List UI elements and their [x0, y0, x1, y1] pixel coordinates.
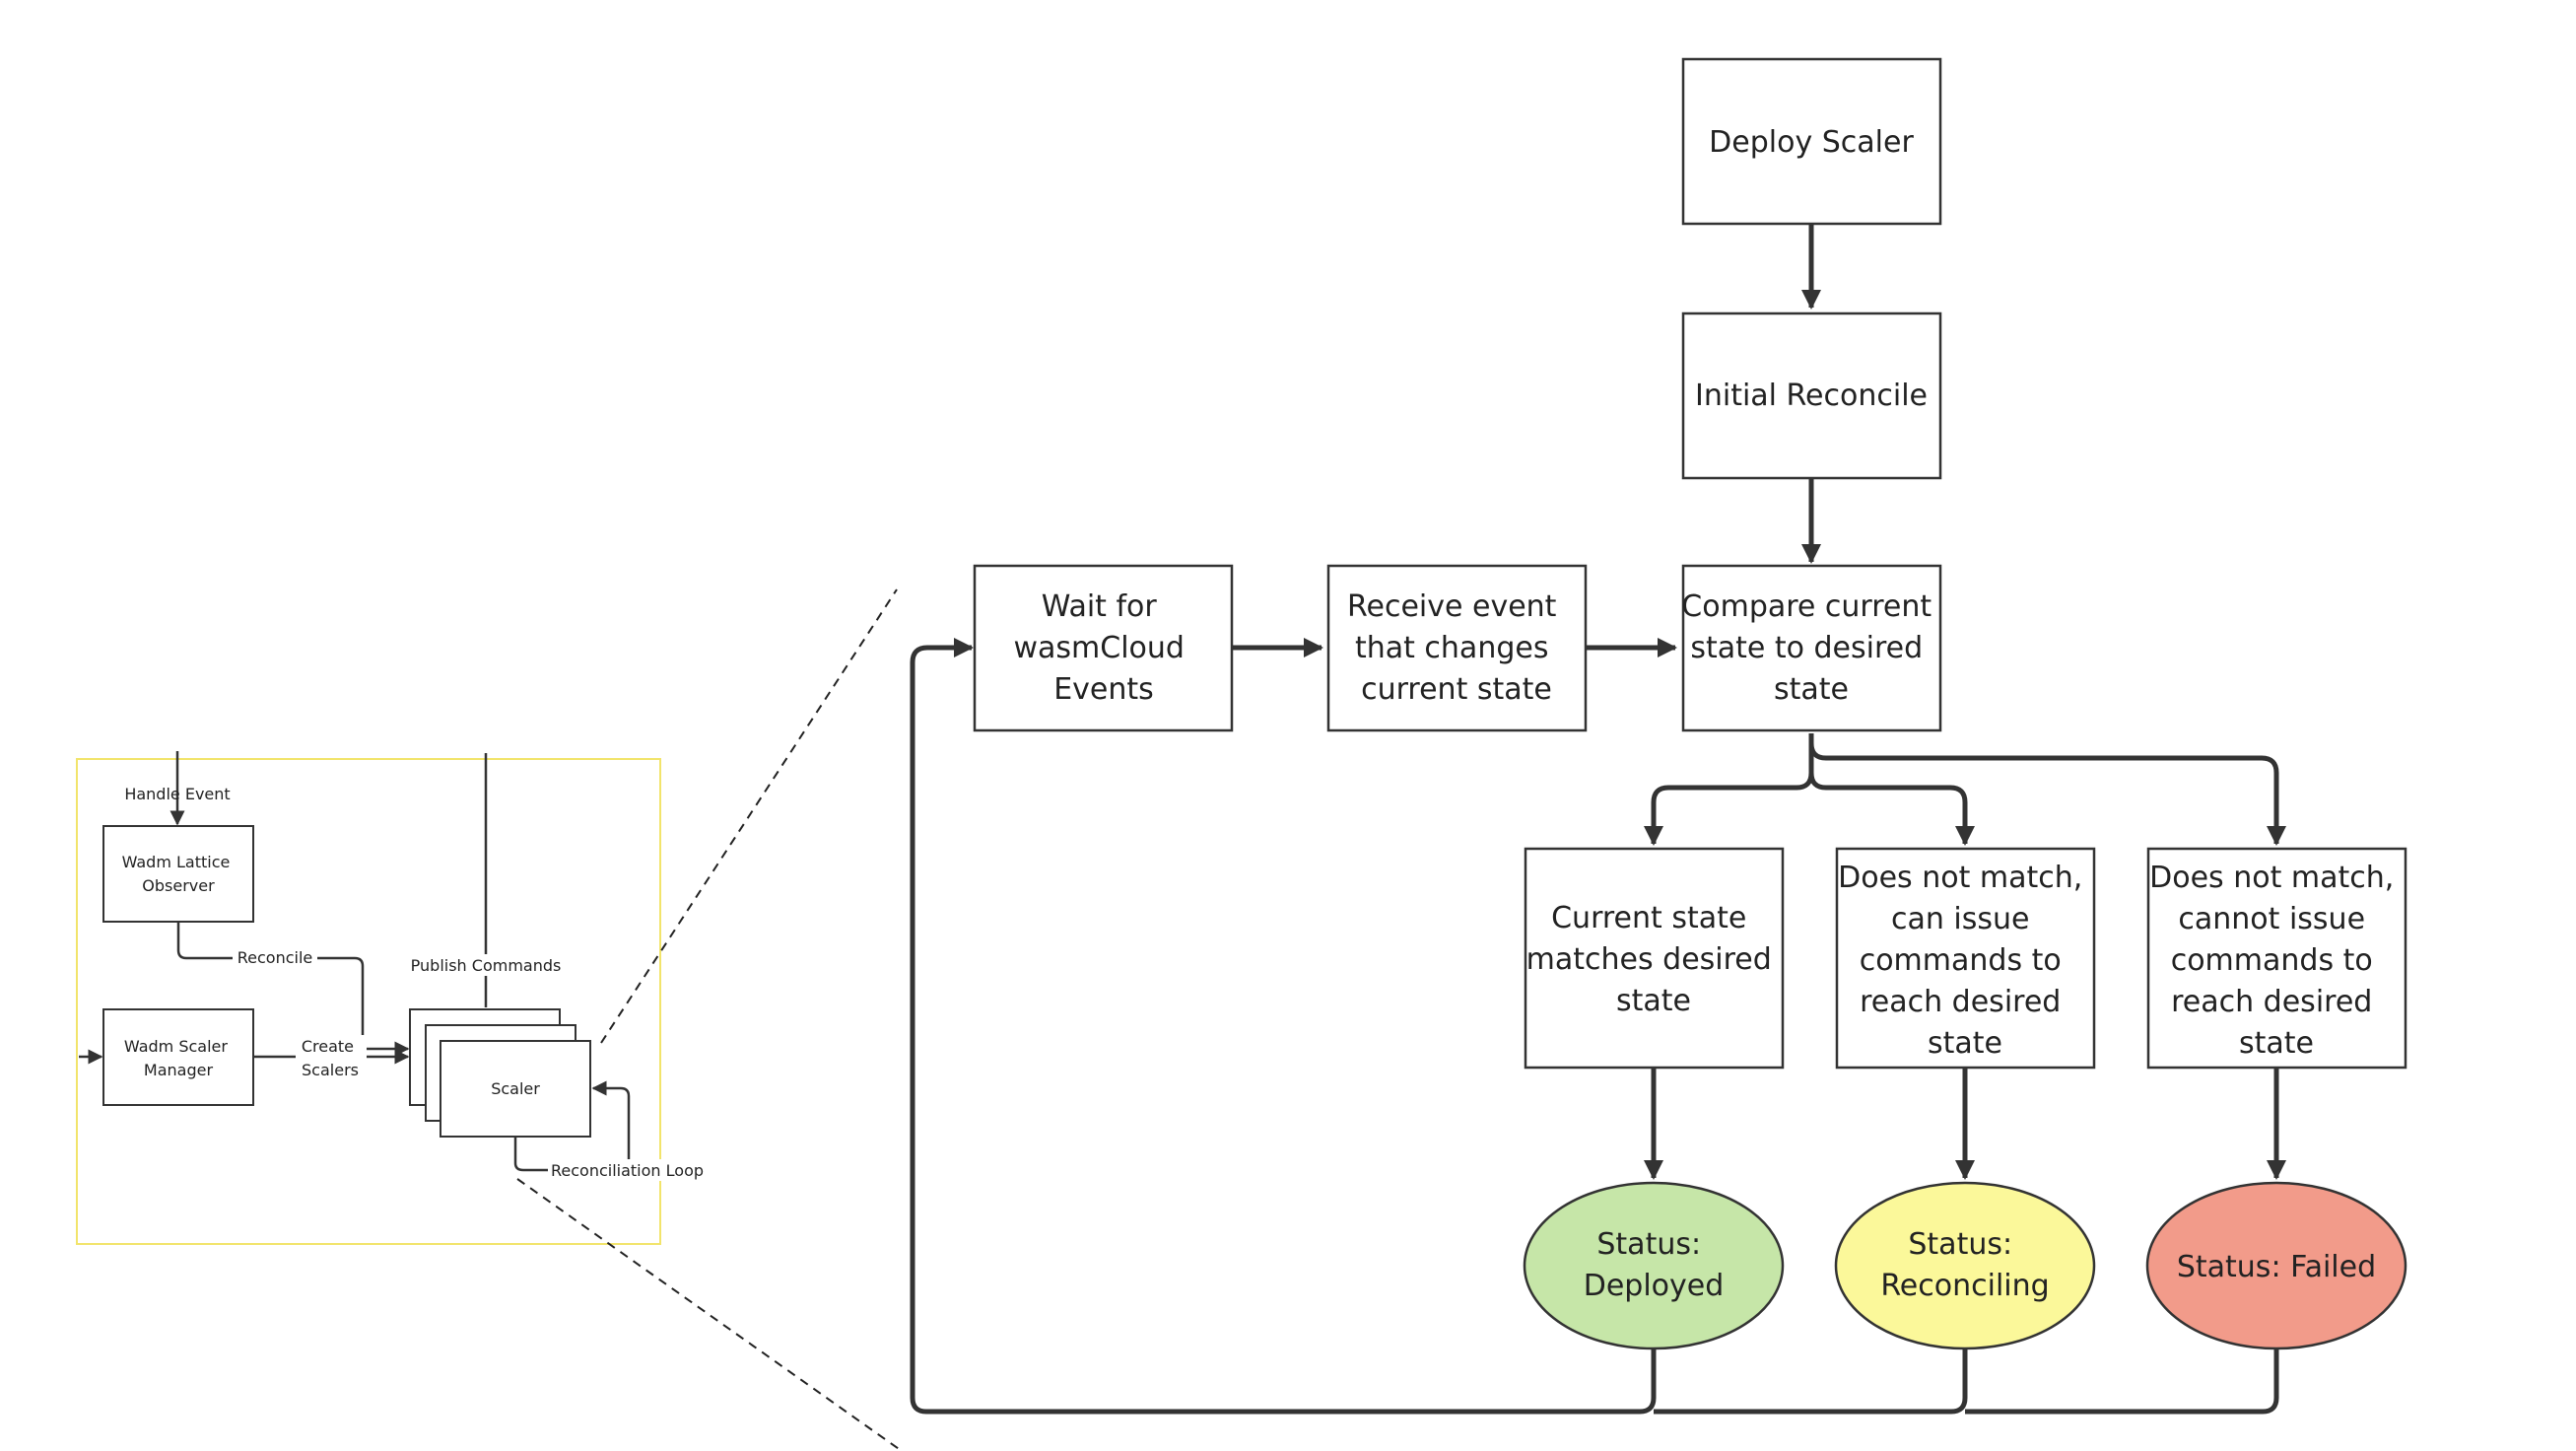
- create-scalers-bg: [296, 1035, 367, 1082]
- initial-reconcile-label: Initial Reconcile: [1695, 379, 1928, 413]
- scaler-manager-label: Wadm Scaler Manager: [124, 1037, 233, 1079]
- status-failed-node: [2145, 1181, 2407, 1350]
- handle-event-label: Handle Event: [124, 785, 230, 803]
- compare-state-box: [1681, 564, 1942, 732]
- status-failed-label: Status: Failed: [2177, 1250, 2376, 1284]
- failed-loop-back-line: [1965, 1349, 2279, 1415]
- cannot-issue-box: [2146, 847, 2407, 1070]
- matches-box: [1524, 847, 1785, 1070]
- publish-commands-bg: [404, 954, 568, 976]
- compare-to-cannot-issue-arrow: [1808, 733, 2286, 846]
- compare-to-matches-arrow: [1644, 733, 1814, 846]
- lattice-observer-label: Wadm Lattice Observer: [122, 853, 236, 895]
- deploy-scaler-label: Deploy Scaler: [1709, 125, 1914, 160]
- wait-for-events-box: [973, 564, 1234, 732]
- lattice-observer-box: [102, 825, 254, 923]
- overview-frame: [76, 758, 661, 1245]
- create-scalers-label: Create Scalers: [302, 1037, 359, 1079]
- status-deployed-label: Status: Deployed: [1584, 1227, 1725, 1303]
- scaler-manager-box: [102, 1008, 254, 1106]
- compare-state-label: Compare current state to desired state: [1681, 589, 1940, 707]
- reconcile-label-bg: [233, 946, 317, 968]
- cannot-issue-label: Does not match, cannot issue commands to…: [2149, 861, 2404, 1061]
- reconcile-flow: Deploy Scaler Initial Reconcile Wait for…: [910, 57, 2407, 1415]
- deployed-loop-back-arrow: [910, 638, 1657, 1415]
- scaler-box: [440, 1040, 591, 1138]
- zoom-line-bottom: [516, 1178, 903, 1451]
- status-deployed-node: [1523, 1181, 1785, 1350]
- reconcile-connector: [176, 922, 410, 1057]
- publish-commands-label: Publish Commands: [411, 956, 562, 975]
- reconciliation-loop-label: Reconciliation Loop: [551, 1161, 704, 1180]
- compare-to-can-issue-arrow: [1808, 733, 1975, 846]
- zoom-line-top: [600, 588, 898, 1044]
- reconcile-label: Reconcile: [237, 948, 313, 967]
- overview-panel: Handle Event Wadm Lattice Observer Recon…: [76, 751, 706, 1245]
- scaler-label: Scaler: [491, 1079, 540, 1098]
- can-issue-label: Does not match, can issue commands to re…: [1838, 861, 2092, 1061]
- receive-event-box: [1326, 564, 1588, 732]
- wait-for-events-label: Wait for wasmCloud Events: [1013, 589, 1193, 707]
- status-reconciling-node: [1834, 1181, 2096, 1350]
- reconciliation-loop-bg: [548, 1159, 706, 1181]
- initial-reconcile-box: [1681, 311, 1942, 480]
- can-issue-box: [1835, 847, 2096, 1070]
- deploy-scaler-box: [1681, 57, 1942, 226]
- status-reconciling-label: Status: Reconciling: [1880, 1227, 2049, 1303]
- reconciling-loop-back-line: [1654, 1349, 1968, 1415]
- receive-event-label: Receive event that changes current state: [1347, 589, 1566, 707]
- matches-label: Current state matches desired state: [1526, 901, 1782, 1018]
